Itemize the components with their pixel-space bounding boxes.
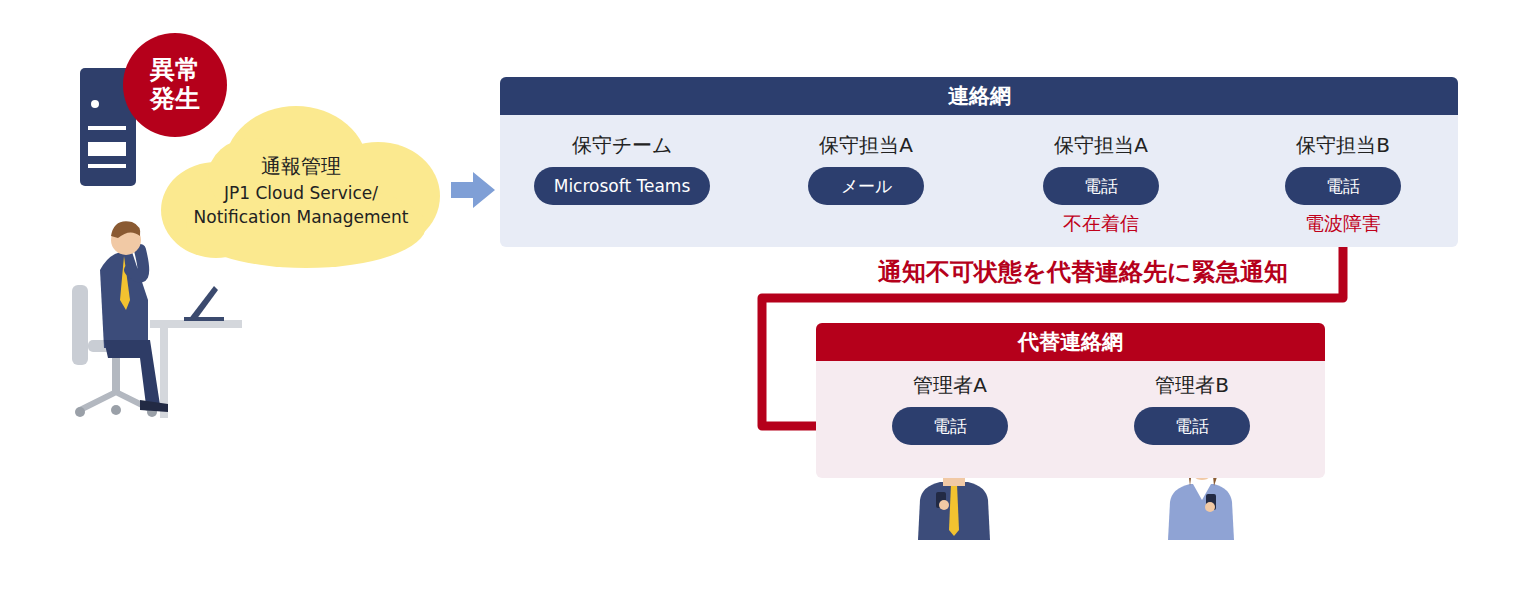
step-heading: 管理者B	[1155, 371, 1229, 399]
channel-pill: 電話	[1285, 167, 1401, 205]
cloud-fill	[161, 106, 440, 268]
contact-step: 保守担当A メール	[766, 131, 966, 205]
server-slot	[88, 126, 126, 130]
panel-heading: 代替連絡網	[816, 323, 1325, 361]
flow-arrow	[451, 172, 495, 208]
escalation-label: 通知不可状態を代替連絡先に緊急通知	[874, 256, 1292, 288]
channel-pill: 電話	[1134, 407, 1250, 445]
status-note: 電波障害	[1305, 211, 1381, 235]
contact-step: 管理者A 電話	[860, 371, 1040, 445]
step-heading: 保守担当A	[819, 131, 913, 159]
contact-step: 管理者B 電話	[1102, 371, 1282, 445]
channel-pill: メール	[808, 167, 924, 205]
server-slot	[88, 142, 126, 156]
network-panel: 代替連絡網管理者A 電話 管理者B 電話	[816, 323, 1325, 478]
server-slot	[88, 164, 126, 168]
panel-heading: 連絡網	[500, 77, 1458, 115]
contact-step: 保守担当B 電話電波障害	[1243, 131, 1443, 235]
alert-text: 異常 発生	[148, 56, 203, 114]
service-heading: 通報管理	[261, 151, 341, 181]
channel-pill: 電話	[892, 407, 1008, 445]
alert-badge: 異常 発生	[123, 33, 227, 137]
service-name: JP1 Cloud Service/ Notification Manageme…	[183, 181, 419, 229]
step-heading: 保守担当B	[1296, 131, 1390, 159]
contact-step: 保守チーム Microsoft Teams	[522, 131, 722, 205]
channel-pill: 電話	[1043, 167, 1159, 205]
status-note: 不在着信	[1063, 211, 1139, 235]
server-led	[91, 100, 99, 108]
step-heading: 管理者A	[913, 371, 987, 399]
channel-pill: Microsoft Teams	[534, 167, 711, 205]
service-cloud: 通報管理JP1 Cloud Service/ Notification Mana…	[156, 98, 446, 270]
step-heading: 保守チーム	[572, 131, 672, 159]
contact-step: 保守担当A 電話不在着信	[1001, 131, 1201, 235]
step-heading: 保守担当A	[1054, 131, 1148, 159]
network-panel: 連絡網保守チーム Microsoft Teams 保守担当A メール 保守担当A 電話不在…	[500, 77, 1458, 247]
